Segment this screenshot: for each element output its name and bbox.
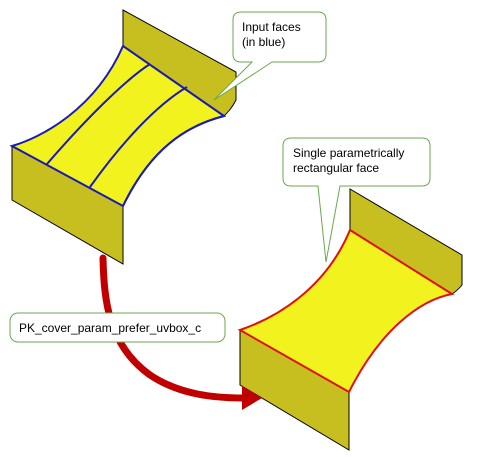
input-faces-shape (9, 9, 237, 265)
operation-label-frame (9, 312, 226, 343)
arrow-shaft (99, 254, 248, 402)
callout-input-faces-line1: Input faces (242, 20, 301, 34)
callout-input-faces: Input faces (in blue) (213, 11, 327, 101)
operation-label-box: PK_cover_param_prefer_uvbox_c (9, 312, 226, 343)
callout-single-face-line1: Single parametrically (293, 146, 404, 160)
input-edge-1 (46, 63, 151, 165)
callout-single-face-bubble (282, 137, 431, 263)
operation-label-text: PK_cover_param_prefer_uvbox_c (19, 321, 201, 335)
callout-single-face-line2: rectangular face (293, 161, 379, 175)
arrow-head (242, 386, 262, 410)
output-face-shape (237, 188, 463, 451)
callout-input-faces-line2: (in blue) (242, 35, 285, 49)
output-top-face (237, 228, 455, 394)
input-edge-3 (122, 115, 225, 207)
callout-single-face: Single parametrically rectangular face (282, 137, 431, 263)
input-edge-2 (89, 86, 188, 188)
callout-input-faces-bubble (213, 11, 327, 101)
transform-arrow (99, 254, 262, 410)
